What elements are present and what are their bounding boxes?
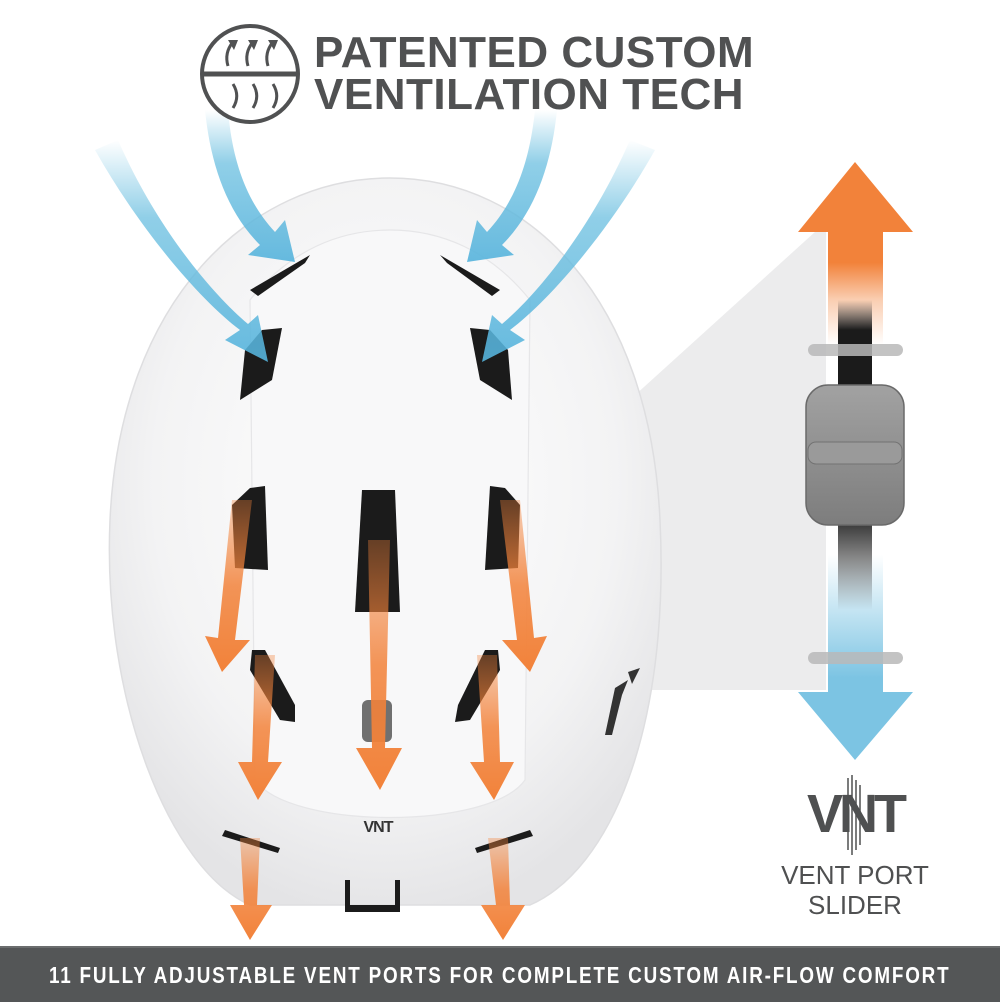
exhaust-arrow <box>470 655 514 800</box>
label-line-1: VENT PORT <box>781 860 929 890</box>
exhaust-arrow <box>205 500 252 672</box>
slider-rail <box>808 344 903 356</box>
label-line-2: SLIDER <box>808 890 902 920</box>
helmet-vnt-logo: VNT <box>364 819 394 836</box>
exhaust-arrow <box>356 540 402 790</box>
arrow-up-icon <box>798 162 913 345</box>
vnt-logo-large: VNT <box>807 775 911 855</box>
exhaust-arrows <box>205 500 547 940</box>
intake-arrows <box>95 110 655 362</box>
title-line-1: PATENTED CUSTOM <box>314 28 755 77</box>
title-line-2: VENTILATION TECH <box>314 70 745 119</box>
goggle-clip <box>345 880 400 912</box>
vent-slider-illustration <box>798 162 913 760</box>
vent-port <box>440 255 500 296</box>
page-header: PATENTED CUSTOM VENTILATION TECH <box>198 22 754 126</box>
exhaust-arrow <box>500 500 547 672</box>
footer-text: 11 FULLY ADJUSTABLE VENT PORTS FOR COMPL… <box>49 961 951 988</box>
intake-arrow <box>95 140 268 362</box>
slider-track-bottom <box>838 510 872 610</box>
intake-arrow <box>482 140 655 362</box>
vent-port-slider-label: VENT PORT SLIDER <box>770 860 940 920</box>
footer-banner: 11 FULLY ADJUSTABLE VENT PORTS FOR COMPL… <box>0 946 1000 1002</box>
slider-knob-ridge <box>807 441 903 465</box>
ventilation-airflow-icon <box>200 24 300 124</box>
slider-rail <box>808 652 903 664</box>
side-logo-mark <box>605 668 640 735</box>
vent-port <box>250 255 310 296</box>
page-title: PATENTED CUSTOM VENTILATION TECH <box>314 28 755 119</box>
exhaust-arrow <box>481 838 525 940</box>
exhaust-arrow <box>238 655 282 800</box>
intake-arrow <box>467 110 557 262</box>
intake-arrow <box>205 110 295 262</box>
svg-text:VNT: VNT <box>807 784 907 844</box>
exhaust-arrow <box>230 838 272 940</box>
